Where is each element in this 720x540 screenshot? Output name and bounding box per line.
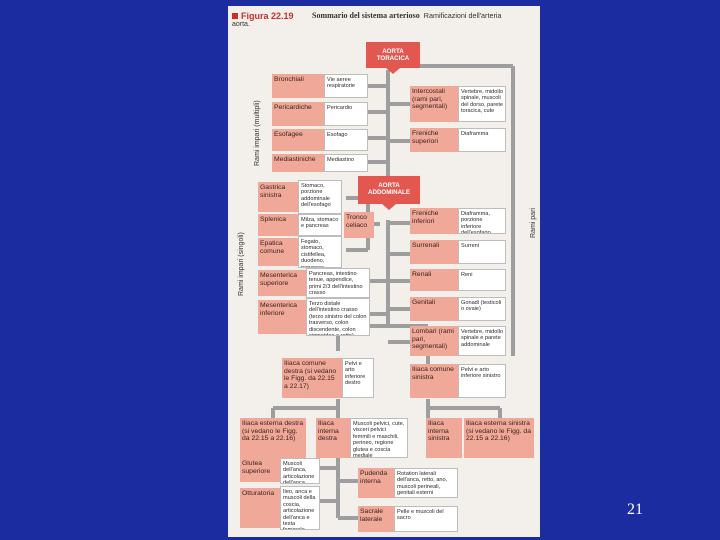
aorta-addominale-arrow: [382, 204, 396, 210]
otturatoria-desc: Ileo, anca e muscoli della coscia, artic…: [280, 486, 320, 530]
splenica-desc: Milza, stomaco e pancreas: [298, 214, 342, 236]
iliaca-sx-node: Iliaca comune sinistra: [410, 364, 458, 398]
glutea-node: Glutea superiore: [240, 458, 280, 482]
gastrica-node: Gastrica sinistra: [258, 182, 298, 212]
bronchiali-desc: Vie aeree respiratorie: [324, 74, 368, 98]
side-label-paired: Rami pari: [530, 208, 537, 238]
mes-inf-desc: Terzo distale dell'intestino crasso (ter…: [306, 298, 370, 336]
genitali-desc: Gonadi (testicoli o ovaie): [458, 297, 506, 321]
aorta-toracica-arrow: [386, 68, 400, 74]
figure-number: Figura 22.19: [232, 11, 294, 21]
ext-dx-node: Iliaca esterna destra (si vedano le Figg…: [240, 418, 306, 458]
pudenda-desc: Rotation laterali dell'anca, retto, ano,…: [394, 468, 458, 498]
esofagee-desc: Esofago: [324, 129, 368, 151]
slide-number: 21: [627, 501, 643, 518]
lombari-node: Lombari (rami pari, segmentali): [410, 326, 458, 356]
epatica-desc: Fegato, stomaco, cistifellea, duodeno, p…: [298, 236, 342, 268]
splenica-node: Splenica: [258, 214, 298, 236]
epatica-node: Epatica comune: [258, 238, 298, 266]
side-label-paired-thoracic: Rami impari (multipli): [254, 100, 261, 166]
int-dx-node: Iliaca interna destra: [316, 418, 350, 458]
freniche-inf-desc: Diaframma, porzione inferiore dell'esofa…: [458, 208, 506, 234]
figure-header: Figura 22.19 Sommario del sistema arteri…: [228, 6, 540, 40]
figure-caption-end: aorta.: [232, 21, 250, 28]
figure-title: Sommario del sistema arterioso: [312, 11, 420, 20]
iliaca-dx-desc: Pelvi e arto inferiore destro: [342, 358, 374, 398]
freniche-sup-desc: Diaframma: [458, 128, 506, 152]
iliaca-sx-desc: Pelvi e arto inferiore sinistro: [458, 364, 506, 398]
mes-sup-node: Mesenterica superiore: [258, 270, 306, 296]
pericardiche-node: Pericardiche: [272, 102, 324, 126]
sacrale-node: Sacrale laterale: [358, 506, 394, 532]
int-sx-node: Iliaca interna sinistra: [426, 418, 462, 458]
figure-caption: Sommario del sistema arterioso Ramificaz…: [312, 11, 502, 20]
gastrica-desc: Stomaco, porzione addominale dell'esofag…: [298, 180, 342, 214]
sacrale-desc: Pelle e muscoli del sacro: [394, 506, 458, 532]
ext-sx-node: Iliaca esterna sinistra (si vedano le Fi…: [464, 418, 534, 458]
glutea-desc: Muscoli dell'anca, articolazione dell'an…: [280, 458, 320, 484]
mes-sup-desc: Pancreas, intestino tenue, appendice, pr…: [306, 268, 370, 298]
mediastiniche-desc: Mediastino: [324, 154, 368, 172]
intercostali-node: Intercostali (rami pari, segmentali): [410, 86, 458, 122]
iliaca-dx-node: Iliaca comune destra (si vedano le Figg.…: [282, 358, 342, 398]
aorta-addominale-node: AORTA ADDOMINALE: [358, 176, 420, 204]
side-label-unpaired: Rami impari (singoli): [238, 232, 245, 296]
freniche-inf-node: Freniche inferiori: [410, 208, 458, 234]
lombari-desc: Vertebre, midollo spinale e parete addom…: [458, 326, 506, 356]
surrenali-desc: Surreni: [458, 240, 506, 264]
pericardiche-desc: Pericardio: [324, 102, 368, 126]
esofagee-node: Esofagee: [272, 129, 324, 151]
int-dx-desc: Muscoli pelvici, cute, visceri pelvici f…: [350, 418, 408, 458]
intercostali-desc: Vertebre, midollo spinale, muscoli del d…: [458, 86, 506, 122]
mes-inf-node: Mesenterica inferiore: [258, 300, 306, 334]
tronco-celiaco-node: Tronco celiaco: [344, 212, 374, 238]
diagram-page: Figura 22.19 Sommario del sistema arteri…: [228, 6, 540, 537]
surrenali-node: Surrenali: [410, 240, 458, 264]
bronchiali-node: Bronchiali: [272, 74, 324, 98]
pudenda-node: Pudenda interna: [358, 468, 394, 498]
genitali-node: Genitali: [410, 297, 458, 321]
renali-node: Renali: [410, 269, 458, 291]
renali-desc: Reni: [458, 269, 506, 291]
mediastiniche-node: Mediastiniche: [272, 154, 324, 172]
otturatoria-node: Otturatoria: [240, 488, 280, 528]
aorta-toracica-node: AORTA TORACICA: [366, 42, 420, 68]
freniche-sup-node: Freniche superiori: [410, 128, 458, 152]
